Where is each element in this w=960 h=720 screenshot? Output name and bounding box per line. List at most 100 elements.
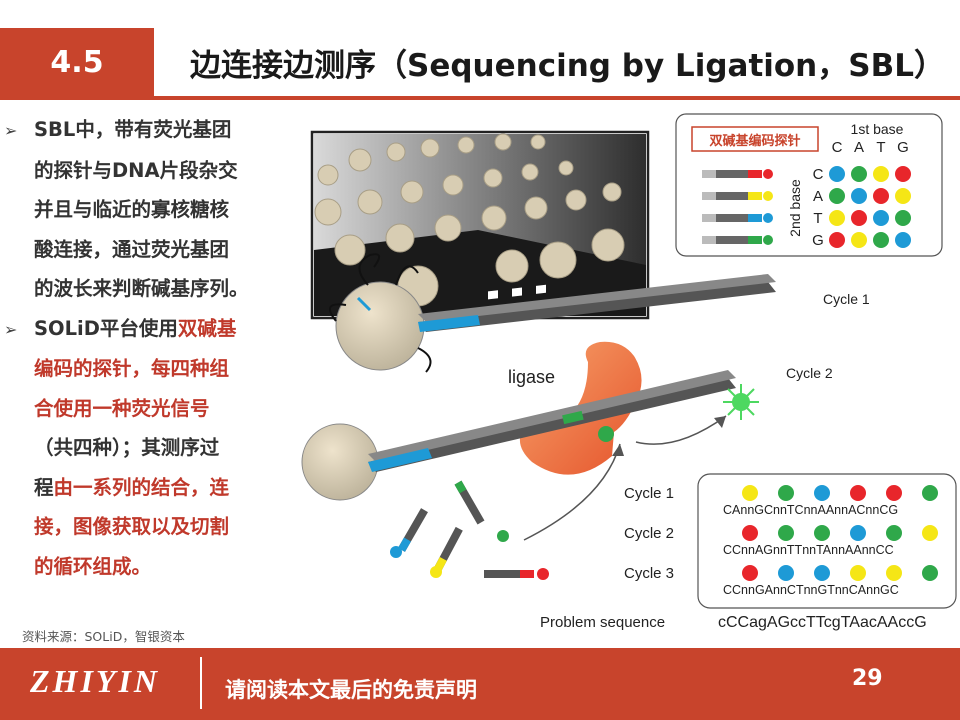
matrix-probe-segment bbox=[702, 192, 716, 200]
probe-strand-cycle-1 bbox=[418, 274, 776, 332]
matrix-column-header: C bbox=[832, 139, 843, 156]
matrix-column-header: G bbox=[897, 139, 909, 156]
cycle-color-dot bbox=[742, 485, 758, 501]
cycle-color-dot bbox=[922, 565, 938, 581]
matrix-column-header: T bbox=[876, 139, 885, 156]
matrix-row-header: G bbox=[812, 232, 824, 249]
cycle-row-label: Cycle 1 bbox=[624, 485, 674, 502]
matrix-row-header: T bbox=[813, 210, 822, 227]
cycle-color-table: Cycle 1 CAnnGCnnTCnnAAnnACnnCG Cycle 2 CCnn… bbox=[540, 473, 957, 631]
matrix-probe-segment bbox=[748, 192, 762, 200]
cycle-color-dot bbox=[814, 565, 830, 581]
matrix-probe bbox=[702, 214, 760, 222]
bead-template-2 bbox=[301, 423, 379, 501]
slide-title: 边连接边测序（Sequencing by Ligation，SBL） bbox=[190, 47, 945, 84]
cycle-2-label: Cycle 2 bbox=[786, 365, 833, 381]
matrix-color-dot bbox=[829, 188, 845, 204]
matrix-color-dot bbox=[895, 166, 911, 182]
problem-sequence: cCCagAGccTTcgTAacAAccG bbox=[718, 614, 927, 631]
matrix-color-dot bbox=[851, 188, 867, 204]
cycle-color-dot bbox=[922, 525, 938, 541]
cycle-color-dot bbox=[778, 485, 794, 501]
matrix-color-dot bbox=[851, 166, 867, 182]
matrix-row-header: A bbox=[813, 188, 823, 205]
matrix-color-dot bbox=[829, 210, 845, 226]
cycle-color-dot bbox=[922, 485, 938, 501]
cycle-sequence: CCnnGAnnCTnnGTnnCAnnGC bbox=[723, 583, 899, 597]
probe-strand-cycle-2 bbox=[368, 370, 736, 472]
matrix-probe-segment bbox=[702, 170, 716, 178]
cycle-color-dot bbox=[742, 565, 758, 581]
matrix-color-dot bbox=[851, 210, 867, 226]
bullet-1-line: 酸连接，通过荧光基团 bbox=[34, 237, 230, 261]
cycle-color-dot bbox=[850, 525, 866, 541]
cycle-color-dot bbox=[778, 565, 794, 581]
section-number: 4.5 bbox=[0, 28, 154, 96]
matrix-label: 双碱基编码探针 bbox=[709, 133, 800, 148]
page-number: 29 bbox=[852, 666, 883, 691]
bullet-list: ➢ SBL中，带有荧光基团 的探针与DNA片段杂交 并且与临近的寡核糖核 酸连接，… bbox=[4, 110, 296, 586]
matrix-color-dot bbox=[829, 232, 845, 248]
matrix-probe bbox=[702, 170, 760, 178]
matrix-probe-segment bbox=[748, 236, 762, 244]
bullet-1: ➢ SBL中，带有荧光基团 的探针与DNA片段杂交 并且与临近的寡核糖核 酸连接，… bbox=[4, 110, 296, 309]
matrix-color-dot bbox=[895, 232, 911, 248]
matrix-probe bbox=[702, 192, 760, 200]
header-divider bbox=[0, 96, 960, 100]
fluorescence-burst-icon bbox=[723, 384, 759, 420]
second-base-label: 2nd base bbox=[787, 179, 803, 237]
bullet-2-highlight: 双碱基 bbox=[177, 316, 237, 340]
matrix-color-dot bbox=[873, 210, 889, 226]
bullet-1-line: 的探针与DNA片段杂交 bbox=[34, 158, 238, 182]
bullet-1-line: SBL中，带有荧光基团 bbox=[34, 118, 232, 141]
matrix-color-dot bbox=[851, 232, 867, 248]
bullet-2-text: SOLiD平台使用 bbox=[34, 316, 178, 340]
matrix-color-dot bbox=[873, 166, 889, 182]
cycle-color-dot bbox=[814, 525, 830, 541]
disclaimer-text: 请阅读本文最后的免责声明 bbox=[225, 678, 477, 702]
cycle-color-dot bbox=[850, 565, 866, 581]
cycle-color-dot bbox=[886, 525, 902, 541]
matrix-column-header: A bbox=[854, 139, 864, 156]
bullet-2-text: 程 bbox=[34, 475, 54, 499]
arrow-bullet-icon: ➢ bbox=[4, 319, 18, 339]
matrix-probe-dye bbox=[763, 191, 773, 201]
cycle-row-label: Cycle 2 bbox=[624, 525, 674, 542]
matrix-probe-dye bbox=[763, 213, 773, 223]
matrix-color-dot bbox=[895, 210, 911, 226]
bullet-2-text: （共四种）；其测序过 bbox=[34, 436, 220, 459]
bullet-2-highlight: 由一系列的结合，连 bbox=[53, 475, 230, 499]
matrix-probe-dye bbox=[763, 169, 773, 179]
bullet-1-line: 并且与临近的寡核糖核 bbox=[34, 198, 230, 221]
cycle-row-label: Cycle 3 bbox=[624, 565, 674, 582]
bullet-2-highlight: 合使用一种荧光信号 bbox=[34, 396, 210, 420]
source-note: 资料来源：SOLiD，智银资本 bbox=[22, 629, 185, 644]
matrix-color-dot bbox=[873, 188, 889, 204]
cycle-color-dot bbox=[778, 525, 794, 541]
bullet-2-highlight: 接，图像获取以及切割 bbox=[34, 515, 230, 538]
bullet-2-highlight: 编码的探针，每四种组 bbox=[34, 357, 230, 380]
bead-template-1 bbox=[328, 253, 432, 373]
matrix-probe-segment bbox=[702, 236, 716, 244]
matrix-probe-segment bbox=[702, 214, 716, 222]
matrix-color-dot bbox=[895, 188, 911, 204]
matrix-row-header: C bbox=[813, 166, 824, 183]
ligase-label: ligase bbox=[508, 367, 555, 387]
cycle-color-dot bbox=[850, 485, 866, 501]
cycle-color-dot bbox=[886, 565, 902, 581]
cycle-color-dot bbox=[814, 485, 830, 501]
cycle-1-label: Cycle 1 bbox=[823, 291, 870, 307]
arrow-bullet-icon: ➢ bbox=[4, 121, 18, 140]
free-probes bbox=[390, 480, 549, 580]
cycle-sequence: CAnnGCnnTCnnAAnnACnnCG bbox=[723, 503, 898, 517]
sbl-diagram: Cycle 1 ligase Cycle 2 bbox=[298, 100, 960, 640]
matrix-probe-segment bbox=[748, 170, 762, 178]
footer-bar bbox=[0, 648, 960, 720]
bullet-2-highlight: 的循环组成。 bbox=[34, 554, 152, 578]
bullet-2: ➢ SOLiD平台使用双碱基 编码的探针，每四种组 合使用一种荧光信号 （共四种）… bbox=[4, 309, 296, 587]
problem-sequence-label: Problem sequence bbox=[540, 614, 665, 631]
matrix-color-dot bbox=[873, 232, 889, 248]
matrix-color-dot bbox=[829, 166, 845, 182]
first-base-label: 1st base bbox=[851, 121, 904, 137]
